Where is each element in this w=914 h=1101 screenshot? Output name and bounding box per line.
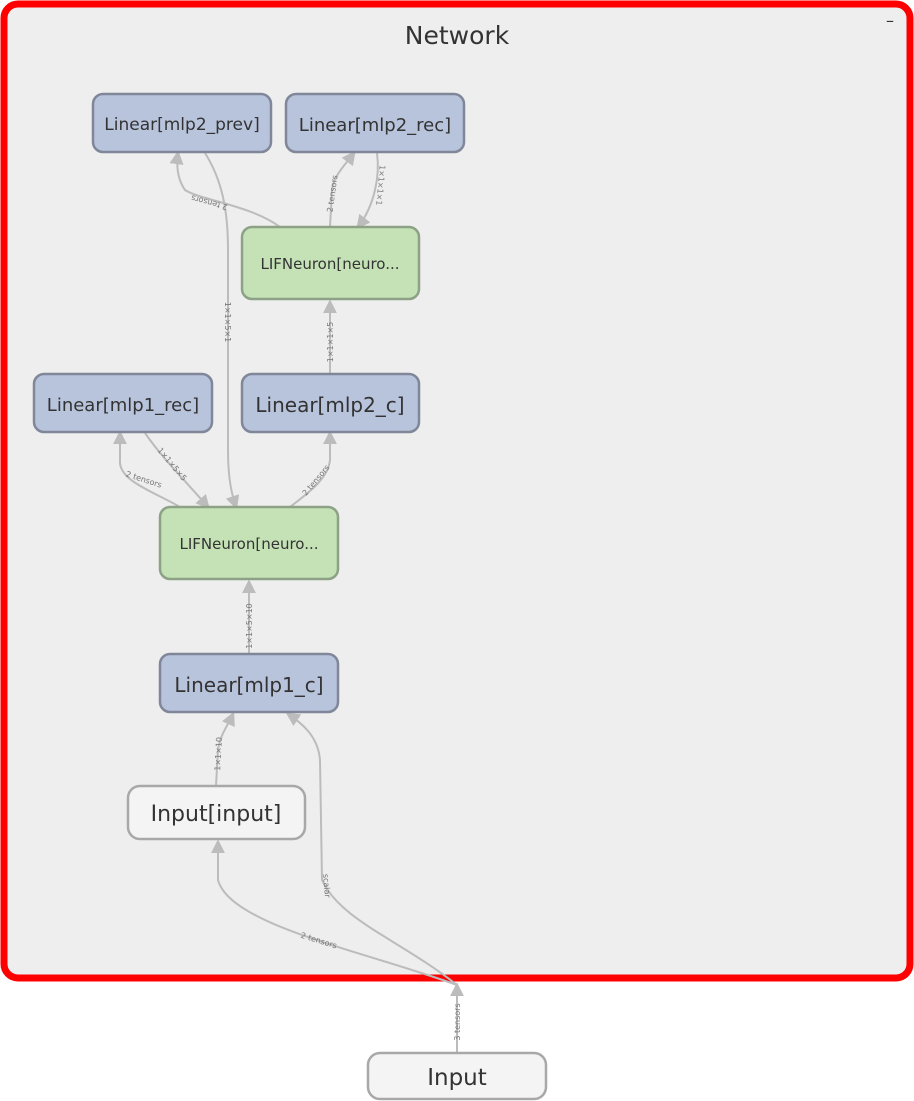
- edge-input-to-mlp1c: [215, 711, 235, 787]
- edge-lif2-to-mlp2prev: [169, 150, 281, 228]
- node-lifneuron-2[interactable]: LIFNeuron[neuro...: [240, 225, 421, 301]
- edge-label-mlp1c-to-lif1: 1×1×5×10: [245, 603, 254, 649]
- node-linear-mlp2-c[interactable]: Linear[mlp2_c]: [240, 372, 421, 434]
- node-label: Linear[mlp1_c]: [174, 673, 323, 697]
- edge-lif1-to-mlp2c: [289, 430, 337, 508]
- edge-mlp2rec-to-lif2: [356, 152, 379, 230]
- node-linear-mlp1-c[interactable]: Linear[mlp1_c]: [158, 652, 340, 714]
- node-label: Linear[mlp2_prev]: [104, 115, 259, 135]
- node-label: LIFNeuron[neuro...: [179, 535, 318, 553]
- edge-label-mlp2prev-to-lif1: 1×1×5×1: [223, 302, 232, 342]
- node-label: Input: [427, 1065, 487, 1091]
- node-label: Linear[mlp1_rec]: [47, 395, 199, 416]
- edge-lif1-to-mlp1rec: [113, 430, 181, 508]
- edge-mlp1rec-to-lif1: [144, 432, 210, 510]
- edge-lif2-to-mlp2rec: [329, 150, 356, 228]
- node-label: Input[input]: [151, 802, 282, 827]
- network-group-border: [0, 0, 914, 982]
- edge-label-input-to-mlp1c: 1×1×10: [213, 737, 224, 771]
- edge-fork-to-mlp1c: [285, 712, 458, 986]
- network-group-title: Network: [405, 21, 510, 50]
- edge-label-mlp2c-to-lif2: 1×1×1×5: [326, 322, 335, 362]
- edge-label-outer-to-fork: 3 tensors: [453, 1003, 462, 1040]
- network-group[interactable]: Network –: [0, 0, 914, 982]
- node-linear-mlp1-rec[interactable]: Linear[mlp1_rec]: [32, 372, 214, 434]
- node-input-input[interactable]: Input[input]: [126, 784, 307, 841]
- edge-fork-to-input: [211, 839, 458, 986]
- edge-label-fork-to-mlp1c: scalar: [321, 873, 332, 898]
- edge-label-mlp2rec-to-lif2: 1×1×1×1: [374, 165, 386, 206]
- node-label: LIFNeuron[neuro...: [260, 255, 399, 273]
- node-linear-mlp2-prev[interactable]: Linear[mlp2_prev]: [91, 92, 273, 154]
- node-label: Linear[mlp2_rec]: [299, 115, 451, 136]
- node-linear-mlp2-rec[interactable]: Linear[mlp2_rec]: [284, 92, 466, 154]
- node-label: Linear[mlp2_c]: [255, 393, 404, 417]
- node-input-outer[interactable]: Input: [366, 1051, 548, 1101]
- node-lifneuron-1[interactable]: LIFNeuron[neuro...: [158, 505, 340, 581]
- edge-mlp2prev-to-lif1: [204, 152, 240, 510]
- collapse-group-button[interactable]: –: [886, 11, 894, 30]
